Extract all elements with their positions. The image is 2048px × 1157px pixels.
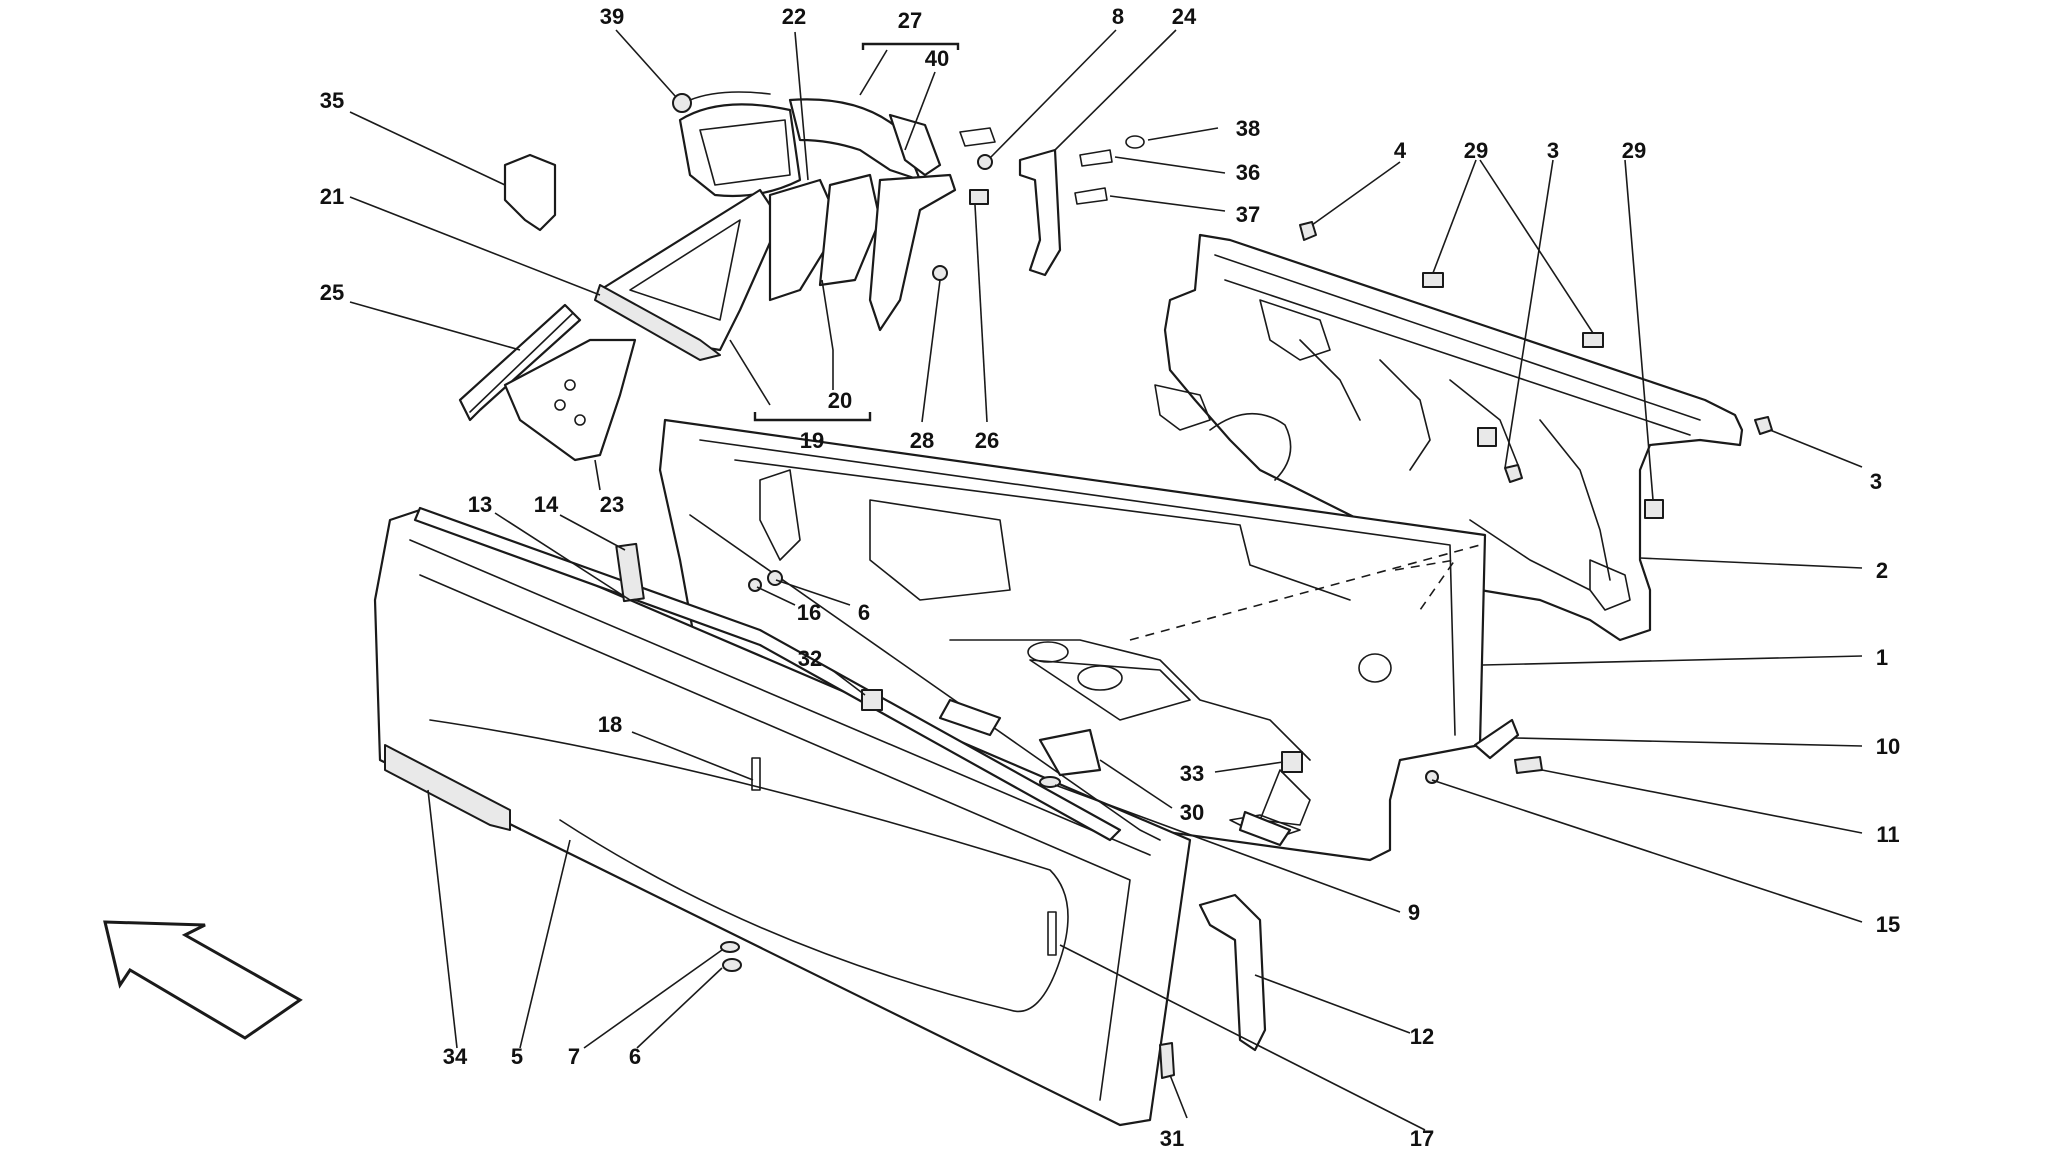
screw-37 xyxy=(1074,187,1108,205)
callout-13: 13 xyxy=(468,492,492,517)
screw-3 xyxy=(1504,464,1523,483)
gasket-30 xyxy=(1038,728,1102,777)
callout-15: 15 xyxy=(1876,912,1900,937)
screw-11 xyxy=(1514,756,1543,774)
screw-31 xyxy=(1159,1042,1175,1079)
callout-38: 38 xyxy=(1236,116,1260,141)
callout-1: 1 xyxy=(1876,645,1888,670)
callout-30: 30 xyxy=(1180,800,1204,825)
washer-38 xyxy=(1125,135,1145,149)
callout-labels: 39 22 27 40 8 24 38 36 37 35 21 25 4 29 … xyxy=(320,4,1900,1151)
callout-4: 4 xyxy=(1394,138,1407,163)
callout-19: 19 xyxy=(800,428,824,453)
part-mirror-base xyxy=(868,173,957,332)
screw-17 xyxy=(1047,911,1057,956)
callout-29-left: 29 xyxy=(1464,138,1488,163)
callout-34: 34 xyxy=(443,1044,468,1069)
callout-29-right: 29 xyxy=(1622,138,1646,163)
pad-14 xyxy=(615,542,645,603)
pad-29a xyxy=(1422,272,1444,288)
callout-17: 17 xyxy=(1410,1126,1434,1151)
callout-22: 22 xyxy=(782,4,806,29)
nut-15 xyxy=(1425,770,1439,784)
nut-6a xyxy=(767,570,783,586)
pad-29c xyxy=(1477,427,1497,447)
part-door-frame xyxy=(1154,233,1744,642)
clip-26 xyxy=(969,189,989,205)
callout-14: 14 xyxy=(534,492,559,517)
pad-29d xyxy=(1644,499,1664,519)
part-mirror xyxy=(672,91,996,198)
nut-6b xyxy=(722,958,742,972)
nut-28 xyxy=(932,265,948,281)
callout-28: 28 xyxy=(910,428,934,453)
callout-7: 7 xyxy=(568,1044,580,1069)
callout-27: 27 xyxy=(898,8,922,33)
callout-24: 24 xyxy=(1172,4,1197,29)
part-corner-plate xyxy=(503,338,637,462)
part-lower-seal xyxy=(384,744,511,831)
part-mirror-bracket xyxy=(1018,148,1062,277)
callout-31: 31 xyxy=(1160,1126,1184,1151)
callout-3-right: 3 xyxy=(1870,469,1882,494)
pad-29b xyxy=(1582,332,1604,348)
nut-4 xyxy=(1299,221,1317,241)
callout-9: 9 xyxy=(1408,900,1420,925)
part-cover xyxy=(503,153,557,232)
callout-5: 5 xyxy=(511,1044,523,1069)
callout-10: 10 xyxy=(1876,734,1900,759)
hardware xyxy=(720,135,1773,1079)
bracket-10 xyxy=(1473,718,1520,760)
callout-33: 33 xyxy=(1180,761,1204,786)
callout-25: 25 xyxy=(320,280,344,305)
part-seal-20 xyxy=(818,173,882,287)
part-triangle-window xyxy=(594,188,782,361)
callout-40: 40 xyxy=(925,46,949,71)
callout-16: 16 xyxy=(797,600,821,625)
callout-21: 21 xyxy=(320,184,344,209)
parts-artwork xyxy=(103,91,1773,1127)
callout-6-upper: 6 xyxy=(858,600,870,625)
part-seal-22 xyxy=(768,178,842,302)
bracket-under-32 xyxy=(938,698,1002,737)
callout-20: 20 xyxy=(828,388,852,413)
part-channel-strip xyxy=(1198,893,1267,1052)
arrow-up-left-icon xyxy=(103,920,303,1040)
callout-8: 8 xyxy=(1112,4,1124,29)
callout-12: 12 xyxy=(1410,1024,1434,1049)
callout-35: 35 xyxy=(320,88,344,113)
callout-3-top: 3 xyxy=(1547,138,1559,163)
callout-11: 11 xyxy=(1876,822,1899,847)
callout-23: 23 xyxy=(600,492,624,517)
screw-36 xyxy=(1079,149,1113,167)
pad-33 xyxy=(1281,751,1303,773)
bracket-lower xyxy=(1238,810,1292,847)
washer-7 xyxy=(720,941,740,953)
screw-3-right xyxy=(1754,416,1773,435)
callout-39: 39 xyxy=(600,4,624,29)
leader-lines xyxy=(349,29,1863,1131)
callout-37: 37 xyxy=(1236,202,1260,227)
mirror-knob xyxy=(672,93,692,113)
callout-26: 26 xyxy=(975,428,999,453)
callout-2: 2 xyxy=(1876,558,1888,583)
callout-6-lower: 6 xyxy=(629,1044,641,1069)
washer-9 xyxy=(1039,776,1061,788)
callout-36: 36 xyxy=(1236,160,1260,185)
nut-16 xyxy=(748,578,762,592)
part-door-outer-skin xyxy=(373,508,1192,1127)
part-window-seal xyxy=(413,506,1122,842)
callout-32: 32 xyxy=(798,646,822,671)
part-corner-seal xyxy=(458,303,582,422)
callout-18: 18 xyxy=(598,712,622,737)
pad-32 xyxy=(861,689,883,711)
